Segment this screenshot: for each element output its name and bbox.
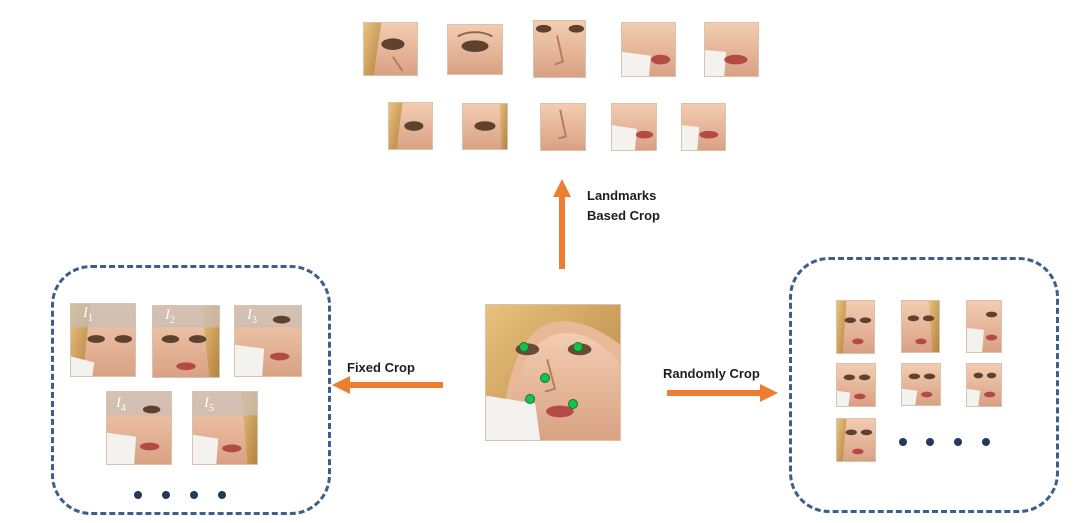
fixed-crop-tile-1 [70, 303, 136, 377]
fixed-crop-label-i4: I4 [116, 395, 126, 414]
random-crop-tile-2 [901, 300, 940, 353]
landmark-crop-mouth-left-small [611, 103, 657, 151]
landmarks-crop-label-line1: Landmarks [587, 188, 657, 203]
fixed-crop-label-i3: I3 [247, 307, 257, 326]
random-crop-panel [789, 257, 1059, 513]
landmark-crop-mouth-left-large [621, 22, 676, 77]
fixed-crop-arrow [332, 376, 443, 394]
landmark-crop-nose-small [540, 103, 586, 151]
random-crop-tile-1 [836, 300, 875, 354]
random-crop-tile-3 [966, 300, 1002, 353]
random-crop-ellipsis-dot-2 [926, 438, 934, 446]
fixed-crop-panel [51, 265, 331, 515]
random-crop-tile-5 [901, 363, 941, 406]
randomly-crop-arrow [667, 384, 778, 402]
fixed-crop-label-i1: I1 [83, 305, 93, 324]
fixed-crop-tile-5 [192, 391, 258, 465]
random-crop-ellipsis-dot-4 [982, 438, 990, 446]
random-crop-ellipsis-dot-3 [954, 438, 962, 446]
random-crop-tile-7 [836, 418, 876, 462]
fixed-crop-ellipsis-dot-3 [190, 491, 198, 499]
fixed-crop-tile-4 [106, 391, 172, 465]
landmark-left-eye [520, 343, 528, 351]
fixed-crop-ellipsis-dot-1 [134, 491, 142, 499]
landmark-crop-right-eye-large [447, 24, 503, 75]
fixed-crop-ellipsis-dot-4 [218, 491, 226, 499]
random-crop-ellipsis-dot-1 [899, 438, 907, 446]
fixed-crop-label-i2: I2 [165, 307, 175, 326]
fixed-crop-ellipsis-dot-2 [162, 491, 170, 499]
landmark-crop-mouth-right-small [681, 103, 726, 151]
fixed-crop-tile-2 [152, 305, 220, 378]
fixed-crop-tile-3 [234, 305, 302, 377]
fixed-crop-label: Fixed Crop [347, 360, 415, 375]
landmark-crop-right-eye-small [462, 103, 508, 150]
randomly-crop-label: Randomly Crop [663, 366, 760, 381]
random-crop-tile-6 [966, 363, 1002, 407]
landmark-crop-nose-large [533, 20, 586, 78]
random-crop-tile-4 [836, 363, 876, 407]
landmark-crop-left-eye-large [363, 22, 418, 76]
landmarks-arrow [553, 179, 571, 269]
landmark-crop-mouth-right-large [704, 22, 759, 77]
fixed-crop-label-i5: I5 [204, 395, 214, 414]
landmark-nose [541, 374, 549, 382]
source-face-image [485, 304, 621, 441]
landmark-crop-left-eye-small [388, 102, 433, 150]
landmarks-crop-label-line2: Based Crop [587, 208, 660, 223]
landmark-right-eye [574, 343, 582, 351]
landmark-mouth-right [569, 400, 577, 408]
landmark-mouth-left [526, 395, 534, 403]
